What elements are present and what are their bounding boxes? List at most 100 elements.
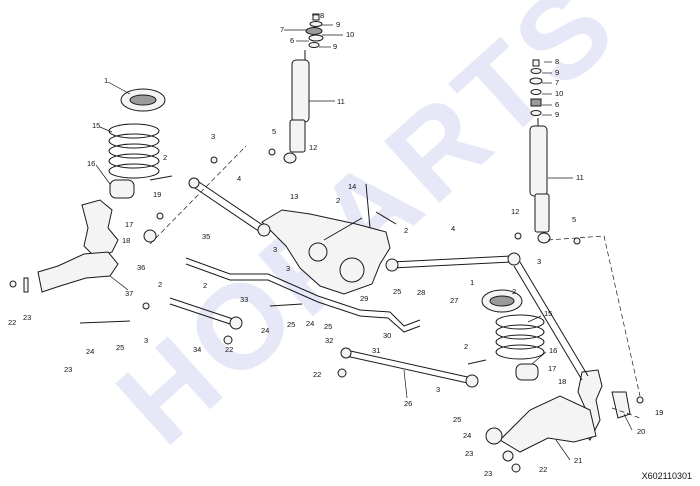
callout-22: 22 <box>225 345 233 354</box>
callout-26: 26 <box>404 399 412 408</box>
callout-3: 3 <box>286 264 290 273</box>
callout-3: 3 <box>436 385 440 394</box>
callout-24: 24 <box>463 431 471 440</box>
callout-16: 16 <box>549 346 557 355</box>
callout-25: 25 <box>287 320 295 329</box>
callout-5: 5 <box>572 215 576 224</box>
callout-2: 2 <box>512 287 516 296</box>
drawing-reference-code: X602110301 <box>641 471 692 481</box>
callout-11: 11 <box>337 97 345 106</box>
callout-20: 20 <box>637 427 645 436</box>
callout-22: 22 <box>539 465 547 474</box>
callout-37: 37 <box>125 289 133 298</box>
knuckle-left <box>81 199 119 259</box>
callout-27: 27 <box>450 296 458 305</box>
bracket-right <box>611 391 631 419</box>
callout-31: 31 <box>372 346 380 355</box>
callout-1: 1 <box>104 76 108 85</box>
callout-7: 7 <box>280 25 284 34</box>
callout-2: 2 <box>404 226 408 235</box>
callout-25: 25 <box>393 287 401 296</box>
coil-spring-right <box>481 289 545 381</box>
callout-2: 2 <box>336 196 340 205</box>
callout-9: 9 <box>336 20 340 29</box>
transverse-link-right <box>385 252 521 272</box>
callout-5: 5 <box>272 127 276 136</box>
bolts <box>79 175 487 365</box>
callout-23: 23 <box>64 365 72 374</box>
leader-lines <box>95 14 633 461</box>
callout-25: 25 <box>453 415 461 424</box>
callout-1: 1 <box>470 278 474 287</box>
transverse-link-left <box>188 177 271 237</box>
callout-22: 22 <box>313 370 321 379</box>
callout-19: 19 <box>153 190 161 199</box>
callout-12: 12 <box>309 143 317 152</box>
callout-30: 30 <box>383 331 391 340</box>
callout-33: 33 <box>240 295 248 304</box>
callout-9: 9 <box>333 42 337 51</box>
centerlines <box>149 145 641 419</box>
lower-link-26 <box>340 347 479 388</box>
callout-24: 24 <box>306 319 314 328</box>
callout-18: 18 <box>558 377 566 386</box>
callout-2: 2 <box>158 280 162 289</box>
callout-8: 8 <box>320 11 324 20</box>
callout-7: 7 <box>555 78 559 87</box>
callout-3: 3 <box>211 132 215 141</box>
shock-absorber-right <box>529 59 551 244</box>
callout-15: 15 <box>92 121 100 130</box>
callout-19: 19 <box>655 408 663 417</box>
callout-12: 12 <box>511 207 519 216</box>
callout-23: 23 <box>465 449 473 458</box>
lower-arm-left <box>37 251 119 293</box>
callout-3: 3 <box>273 245 277 254</box>
callout-18: 18 <box>122 236 130 245</box>
callout-28: 28 <box>417 288 425 297</box>
callout-8: 8 <box>555 57 559 66</box>
callout-10: 10 <box>555 89 563 98</box>
coil-spring-left <box>108 88 166 199</box>
callout-36: 36 <box>137 263 145 272</box>
trailing-link-right <box>513 261 589 381</box>
suspension-parts <box>9 13 644 473</box>
callout-22: 22 <box>8 318 16 327</box>
lower-arm-right <box>499 395 597 453</box>
callout-23: 23 <box>23 313 31 322</box>
callout-16: 16 <box>87 159 95 168</box>
callout-35: 35 <box>202 232 210 241</box>
callout-15: 15 <box>544 309 552 318</box>
stabilizer-bar <box>185 257 421 327</box>
shock-absorber-left <box>283 13 324 164</box>
callout-17: 17 <box>548 364 556 373</box>
callout-25: 25 <box>116 343 124 352</box>
callout-13: 13 <box>290 192 298 201</box>
callout-14: 14 <box>348 182 356 191</box>
callout-9: 9 <box>555 110 559 119</box>
callout-23: 23 <box>484 469 492 478</box>
callout-3: 3 <box>537 257 541 266</box>
callout-4: 4 <box>451 224 455 233</box>
callout-11: 11 <box>576 173 584 182</box>
callout-34: 34 <box>193 345 201 354</box>
callout-17: 17 <box>125 220 133 229</box>
callout-6: 6 <box>290 36 294 45</box>
subframe <box>261 209 391 295</box>
lower-link-34 <box>169 297 243 330</box>
callout-24: 24 <box>86 347 94 356</box>
callout-2: 2 <box>464 342 468 351</box>
callout-32: 32 <box>325 336 333 345</box>
callout-29: 29 <box>360 294 368 303</box>
callout-4: 4 <box>237 174 241 183</box>
nuts-and-washers <box>9 148 644 473</box>
callout-9: 9 <box>555 68 559 77</box>
callout-labels: 8971069115123115162191718364131422353337… <box>8 11 663 478</box>
callout-2: 2 <box>163 153 167 162</box>
callout-25: 25 <box>324 322 332 331</box>
callout-3: 3 <box>144 336 148 345</box>
callout-10: 10 <box>346 30 354 39</box>
callout-2: 2 <box>203 281 207 290</box>
callout-6: 6 <box>555 100 559 109</box>
